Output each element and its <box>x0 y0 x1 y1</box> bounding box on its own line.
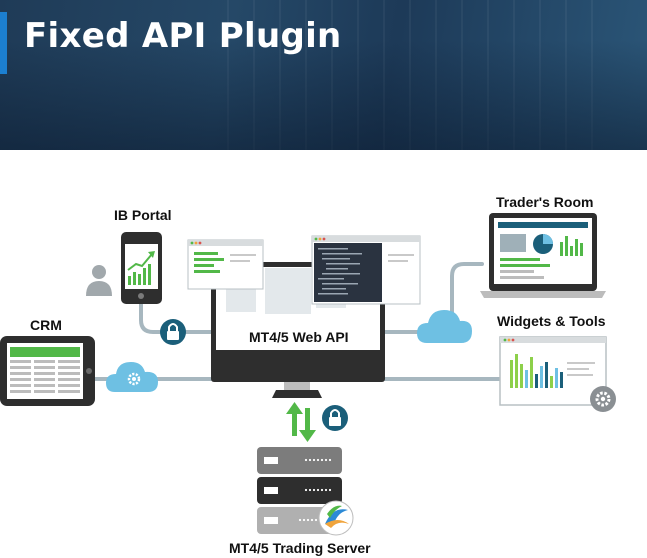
ib-portal-label: IB Portal <box>114 207 172 223</box>
header-banner: Fixed API Plugin <box>0 0 647 150</box>
ib-portal-phone <box>121 232 162 304</box>
server-lock-icon <box>322 405 348 431</box>
architecture-diagram: IB Portal Trader's Room CRM Widgets & To… <box>0 150 647 558</box>
widgets-window <box>499 336 607 406</box>
crm-label: CRM <box>30 317 62 333</box>
gear-icon <box>590 386 616 412</box>
lock-icon <box>160 319 186 345</box>
user-icon <box>86 265 112 296</box>
traders-room-label: Trader's Room <box>496 194 594 210</box>
metatrader-logo-icon <box>318 500 354 536</box>
widgets-tools-label: Widgets & Tools <box>497 313 606 329</box>
code-window <box>311 235 421 305</box>
diagram-canvas <box>0 213 616 536</box>
sync-arrows-icon <box>286 402 316 442</box>
title-accent-bar <box>0 12 7 74</box>
cloud-gear-icon <box>106 362 158 392</box>
cloud-icon <box>417 310 472 343</box>
trading-server-stack <box>257 447 342 534</box>
banner-shade <box>0 40 647 150</box>
crm-tablet <box>0 336 95 406</box>
trading-server-label: MT4/5 Trading Server <box>229 540 371 556</box>
report-window <box>187 239 264 290</box>
web-api-label: MT4/5 Web API <box>249 329 349 345</box>
page-title: Fixed API Plugin <box>24 16 342 56</box>
traders-room-laptop <box>480 213 606 298</box>
